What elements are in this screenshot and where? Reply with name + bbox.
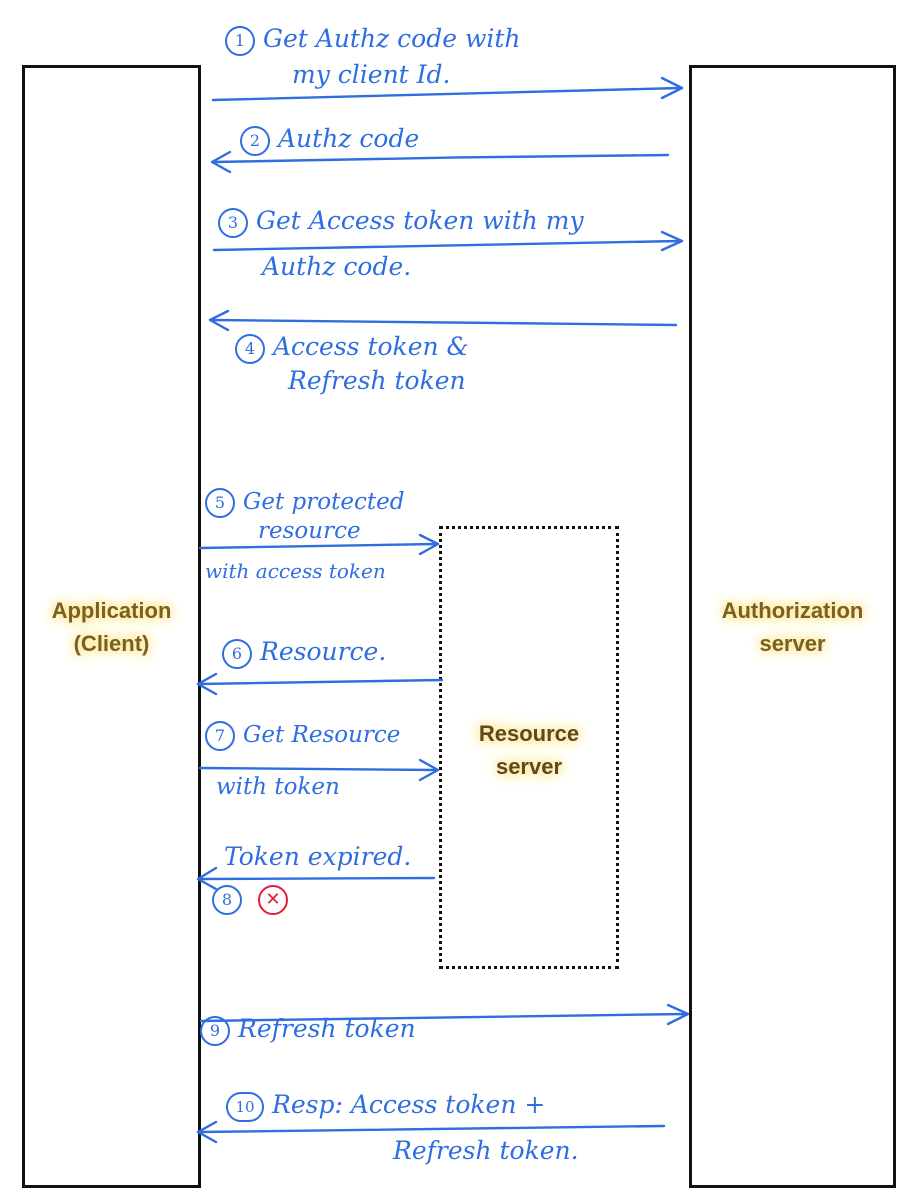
resource-label-line2: server	[495, 754, 563, 779]
step-4-number: 4	[235, 333, 265, 364]
arrow-step-1	[211, 76, 684, 102]
resource-label-line1: Resource	[478, 721, 580, 746]
step-7-note-cont: with token	[216, 772, 340, 802]
step-1-note: 1 Get Authz code with	[225, 24, 521, 56]
step-3-line2: Authz code.	[262, 252, 412, 281]
arrow-step-7	[198, 758, 440, 782]
step-10-number: 10	[226, 1091, 264, 1122]
client-label: Application (Client)	[22, 594, 201, 660]
step-10-note: 10 Resp: Access token +	[226, 1090, 545, 1122]
step-9-line1: Refresh token	[238, 1014, 416, 1043]
resource-server-label: Resource server	[439, 717, 619, 783]
arrow-step-9	[199, 1003, 690, 1026]
step-8-note: Token expired.	[224, 842, 411, 872]
authorization-server-label: Authorization server	[689, 594, 896, 660]
arrow-step-6	[196, 672, 444, 696]
arrow-step-2	[210, 150, 670, 174]
client-label-line2: (Client)	[73, 631, 150, 656]
step-8-line1: Token expired.	[224, 842, 412, 871]
step-5-line3: with access token	[205, 559, 386, 583]
client-box	[22, 65, 201, 1188]
step-5-line1: Get protected	[243, 489, 405, 515]
step-5-note-cont2: with access token	[205, 556, 386, 586]
step-1-line2: my client Id.	[292, 60, 451, 89]
step-4-line1: Access token &	[273, 332, 469, 361]
error-x-icon: ✕	[258, 884, 288, 915]
step-10-line1: Resp: Access token +	[272, 1090, 546, 1119]
step-2-note: 2 Authz code	[240, 124, 419, 156]
step-4-note-cont: Refresh token	[288, 366, 466, 396]
resource-server-box	[439, 526, 619, 969]
step-3-note: 3 Get Access token with my	[218, 206, 584, 238]
step-2-number: 2	[240, 125, 270, 156]
arrow-step-3	[212, 230, 684, 252]
step-7-line2: with token	[216, 774, 340, 800]
step-9-note: 9 Refresh token	[200, 1014, 416, 1046]
arrow-step-4	[208, 309, 678, 332]
client-label-line1: Application	[51, 598, 172, 623]
arrow-step-10	[196, 1120, 666, 1144]
step-3-note-cont: Authz code.	[262, 252, 411, 282]
step-1-line1: Get Authz code with	[263, 24, 521, 53]
arrow-step-8	[196, 866, 436, 891]
step-6-note: 6 Resource.	[222, 637, 386, 669]
step-8-badge: 8✕	[212, 883, 288, 915]
step-6-line1: Resource.	[260, 637, 387, 666]
step-5-note-cont: resource	[258, 516, 361, 546]
step-7-number: 7	[205, 721, 235, 751]
step-1-number: 1	[225, 25, 255, 56]
authorization-server-box	[689, 65, 896, 1188]
step-3-line1: Get Access token with my	[256, 206, 584, 235]
step-5-number: 5	[205, 488, 235, 518]
step-7-line1: Get Resource	[243, 722, 401, 748]
step-6-number: 6	[222, 638, 252, 669]
auth-label-line2: server	[759, 631, 826, 656]
step-4-note: 4 Access token &	[235, 332, 469, 364]
step-2-line1: Authz code	[278, 124, 420, 153]
step-5-note: 5 Get protected	[205, 487, 404, 518]
step-8-number: 8	[212, 884, 242, 915]
step-10-note-cont: Refresh token.	[393, 1136, 579, 1166]
auth-label-line1: Authorization	[721, 598, 864, 623]
step-3-number: 3	[218, 207, 248, 238]
step-1-note-cont: my client Id.	[292, 60, 450, 90]
arrow-step-5	[198, 533, 440, 556]
step-9-number: 9	[200, 1015, 230, 1046]
step-4-line2: Refresh token	[288, 366, 466, 395]
step-5-line2: resource	[258, 518, 361, 544]
step-7-note: 7 Get Resource	[205, 720, 400, 751]
step-10-line2: Refresh token.	[393, 1136, 579, 1165]
